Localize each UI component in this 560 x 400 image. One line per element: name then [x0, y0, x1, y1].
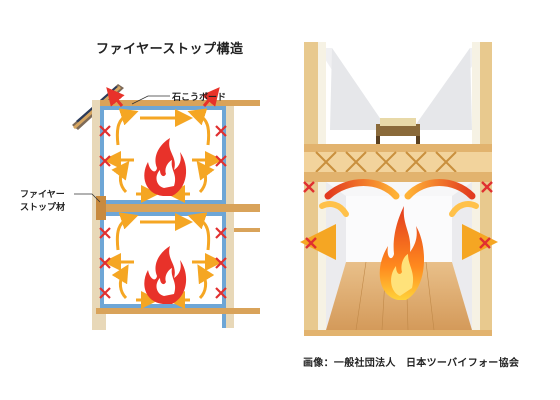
upper-flame-icon	[144, 138, 187, 196]
gypsum-board-label: 石こうボード	[172, 93, 227, 103]
lower-flame-icon	[144, 246, 187, 304]
image-credit: 画像：一般社団法人 日本ツーバイフォー協会	[303, 358, 520, 369]
diagram-title: ファイヤーストップ構造	[96, 42, 244, 57]
house-frame	[92, 100, 260, 330]
upper-floor-bench	[376, 118, 420, 144]
right-room-cutaway	[300, 42, 498, 336]
lower-cross-marks	[99, 227, 227, 299]
floor-joists	[304, 144, 492, 182]
firestop-block	[96, 196, 106, 220]
heat-arcs	[319, 179, 479, 217]
room-flame-icon	[379, 206, 425, 300]
upper-cross-marks	[99, 125, 227, 167]
lower-room-airflow	[103, 212, 223, 309]
firestop-label-line2: ストップ材	[20, 203, 66, 213]
upper-room-airflow	[103, 87, 223, 203]
firestop-label-line1: ファイヤー	[20, 190, 65, 200]
left-structure-diagram	[72, 84, 260, 330]
leader-lines	[74, 95, 170, 203]
room-cross-marks	[303, 181, 493, 249]
